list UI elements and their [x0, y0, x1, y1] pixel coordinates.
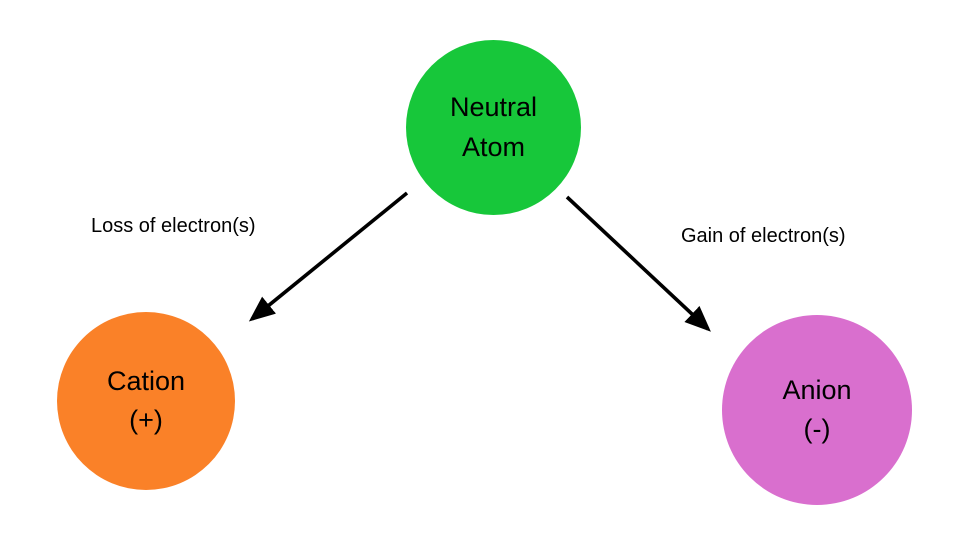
node-neutral-atom-label-line2: Atom: [461, 131, 526, 162]
node-cation-label-line1: Cation: [106, 365, 186, 396]
node-neutral-atom-label-line1: Neutral: [449, 92, 538, 123]
node-neutral-atom: Neutral Atom: [406, 40, 581, 215]
node-cation-label-line2: (+): [129, 405, 163, 435]
loss-arrow: [248, 191, 409, 322]
loss-of-electrons-label: Loss of electron(s): [91, 215, 256, 237]
gain-of-electrons-label: Gain of electron(s): [681, 225, 846, 247]
node-cation: Cation (+): [57, 312, 235, 490]
node-anion: Anion (-): [722, 315, 912, 505]
node-anion-label-line2: (-): [803, 414, 831, 444]
gain-arrow: [565, 195, 711, 332]
node-anion-label-line1: Anion: [782, 374, 852, 405]
